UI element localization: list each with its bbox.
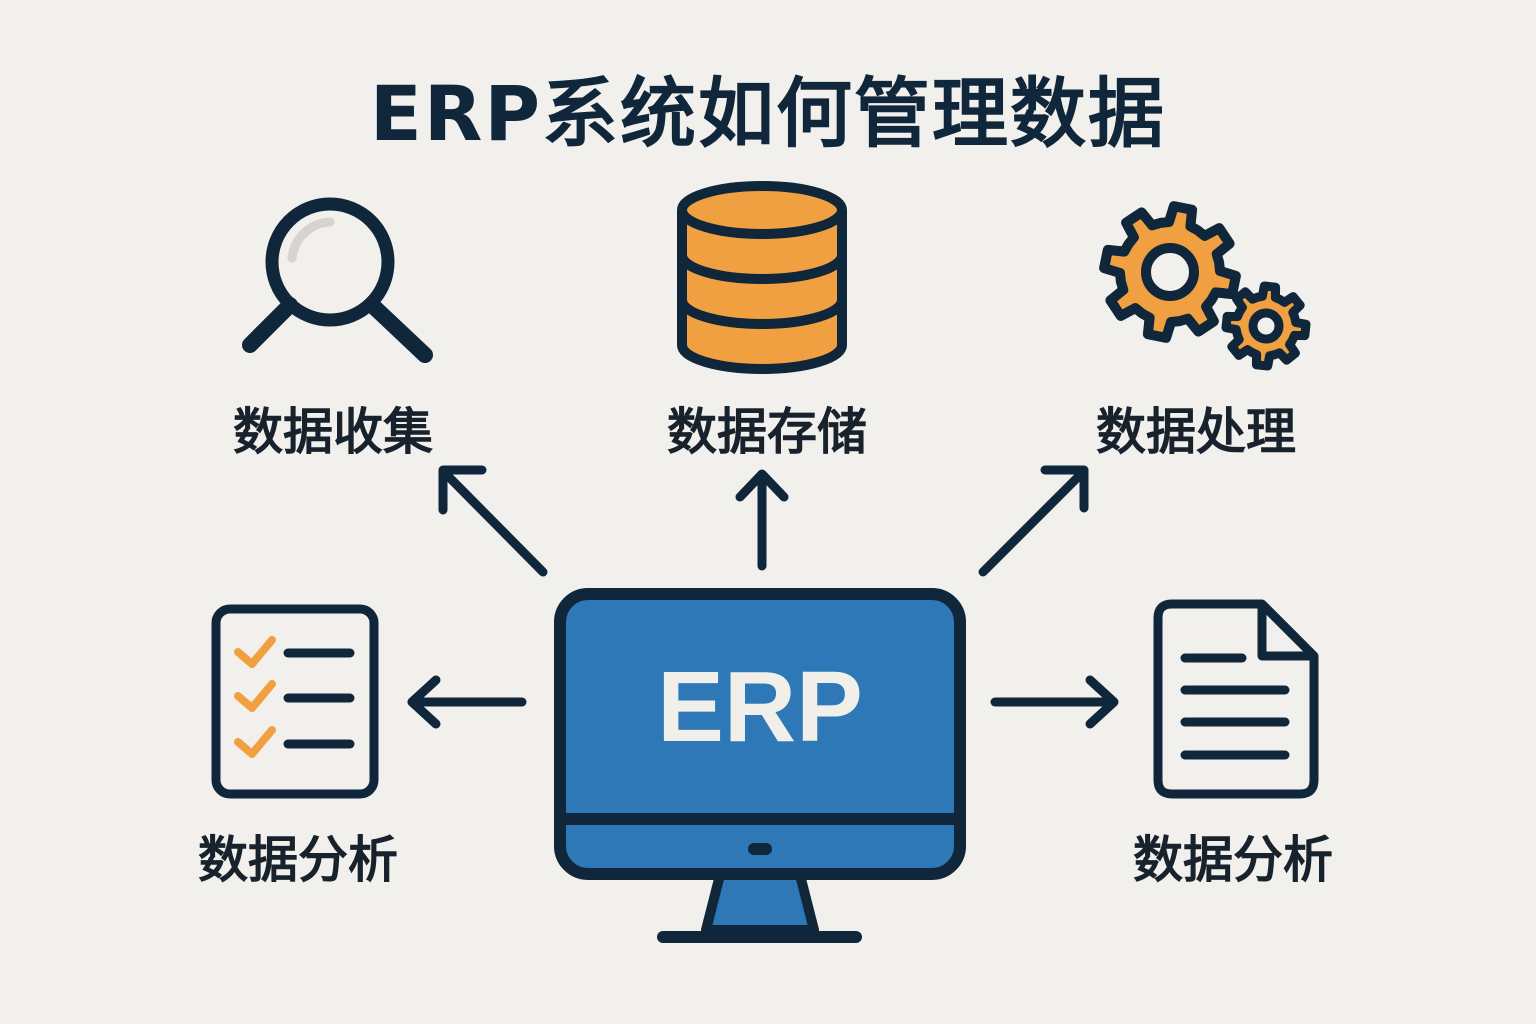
arrow-to-store (735, 469, 789, 571)
arrow-to-process (978, 465, 1089, 577)
document-icon (1153, 599, 1319, 799)
node-label-analyze-left: 数据分析 (198, 831, 398, 889)
gears-icon (1099, 201, 1311, 371)
erp-center-label: ERP (657, 651, 863, 763)
magnifier-icon (242, 197, 433, 363)
node-label-store: 数据存储 (667, 403, 867, 461)
arrow-to-collect (438, 465, 548, 577)
arrow-to-analyze-right (990, 675, 1119, 729)
arrow-to-analyze-left (407, 675, 527, 729)
node-label-analyze-right: 数据分析 (1133, 831, 1333, 889)
checklist-icon (211, 604, 379, 799)
database-icon (677, 181, 847, 374)
monitor-icon (554, 588, 966, 943)
node-label-process: 数据处理 (1096, 403, 1296, 461)
page-title: ERP系统如何管理数据 (369, 69, 1167, 158)
node-label-collect: 数据收集 (233, 403, 433, 461)
